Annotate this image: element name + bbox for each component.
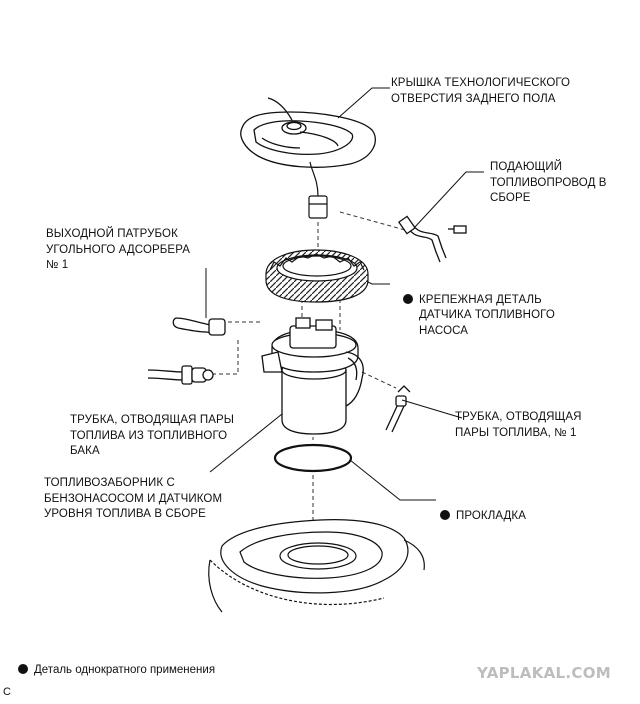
legend-dot-icon bbox=[18, 664, 28, 674]
fuel-tank-opening bbox=[208, 519, 425, 613]
label-vapor-tube-tank: ТРУБКА, ОТВОДЯЩАЯ ПАРЫ ТОПЛИВА ИЗ ТОПЛИВ… bbox=[70, 414, 235, 457]
figure-code: C bbox=[3, 686, 11, 698]
label-service-hole-cover: КРЫШКА ТЕХНОЛОГИЧЕСКОГО ОТВЕРСТИЯ ЗАДНЕГ… bbox=[391, 77, 571, 105]
vapor-tube-1 bbox=[385, 385, 411, 433]
label-vapor-tube-1: ТРУБКА, ОТВОДЯЩАЯ ПАРЫ ТОПЛИВА, № 1 bbox=[455, 411, 582, 439]
leader-lines bbox=[205, 87, 484, 501]
service-hole-cover bbox=[240, 97, 376, 168]
non-reusable-dot-icon bbox=[403, 293, 413, 304]
gasket-ring bbox=[273, 443, 353, 473]
label-retainer-row: КРЕПЕЖНАЯ ДЕТАЛЬ ДАТЧИКА ТОПЛИВНОГО НАСО… bbox=[403, 277, 555, 339]
label-gasket-row: ПРОКЛАДКА bbox=[440, 493, 526, 524]
label-fuel-main-tube: ПОДАЮЩИЙ ТОПЛИВОПРОВОД В СБОРЕ bbox=[490, 161, 607, 204]
retainer-ring bbox=[265, 249, 369, 303]
legend-text: Деталь однократного применения bbox=[34, 664, 216, 676]
non-reusable-dot-icon bbox=[440, 509, 450, 520]
fuel-suction-assembly bbox=[261, 317, 364, 435]
label-suction-plate: ТОПЛИВОЗАБОРНИК С БЕНЗОНАСОСОМ И ДАТЧИКО… bbox=[44, 477, 223, 520]
legend: Деталь однократного применения bbox=[18, 664, 215, 676]
label-gasket: ПРОКЛАДКА bbox=[456, 509, 526, 522]
watermark: YAPLAKAL.COM bbox=[477, 664, 611, 682]
vapor-tube-tank bbox=[147, 365, 214, 385]
cover-connector bbox=[308, 161, 328, 219]
canister-outlet-pipe bbox=[172, 317, 226, 336]
label-canister-outlet: ВЫХОДНОЙ ПАТРУБОК УГОЛЬНОГО АДСОРБЕРА № … bbox=[46, 228, 190, 271]
label-retainer: КРЕПЕЖНАЯ ДЕТАЛЬ ДАТЧИКА ТОПЛИВНОГО НАСО… bbox=[419, 293, 555, 337]
fuel-main-tube bbox=[397, 215, 467, 263]
